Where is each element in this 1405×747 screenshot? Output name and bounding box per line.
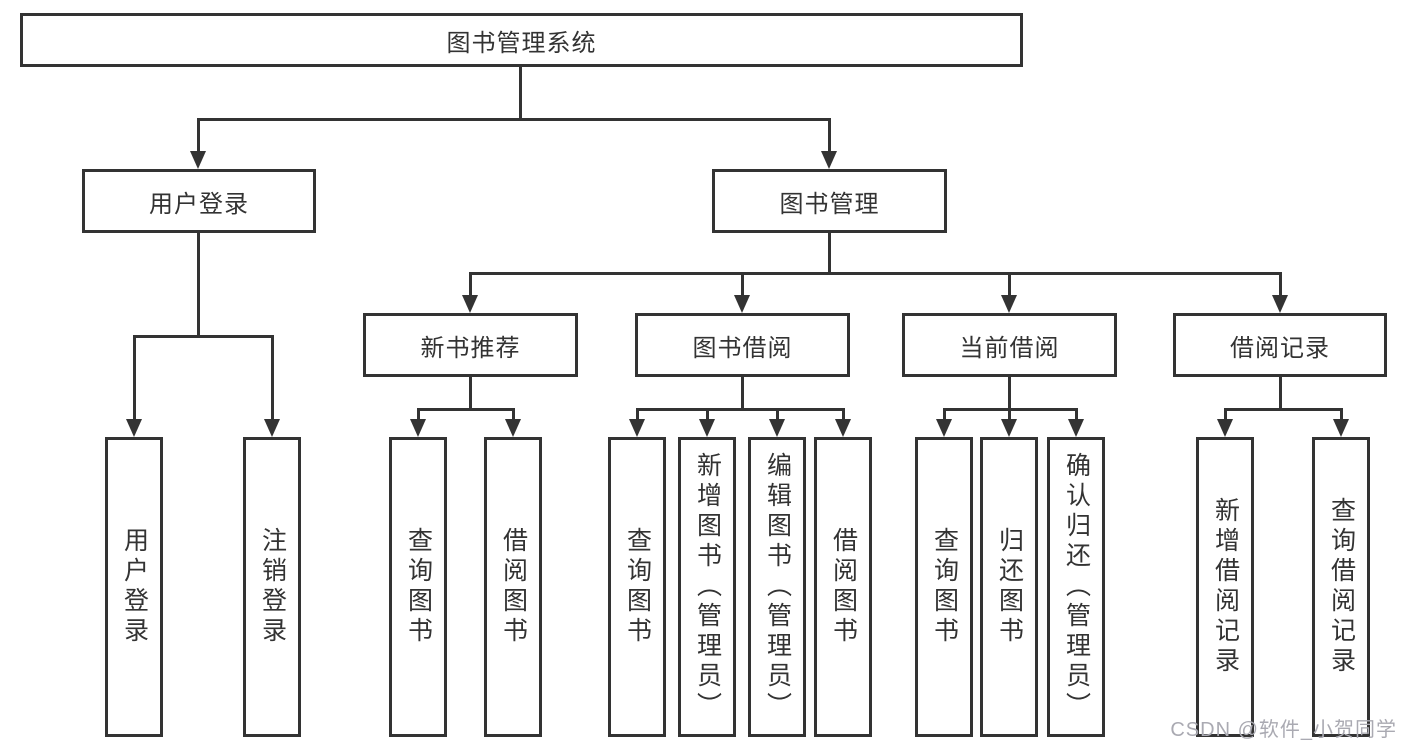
connector-new-book-hbar: [417, 408, 515, 411]
arrowhead-icon: [1217, 419, 1233, 437]
arrowhead-icon: [462, 295, 478, 313]
arrowhead-icon: [1333, 419, 1349, 437]
connector-arrow-stem: [1224, 408, 1227, 421]
arrowhead-icon: [264, 419, 280, 437]
leaf-label: 用户登录: [120, 527, 149, 647]
connector-arrow-stem: [1008, 408, 1011, 421]
arrowhead-icon: [126, 419, 142, 437]
leaf-label: 查询图书: [404, 527, 433, 647]
arrowhead-icon: [734, 295, 750, 313]
leaf-label: 新增借阅记录: [1211, 497, 1240, 677]
leaf-label: 借阅图书: [829, 527, 858, 647]
arrowhead-icon: [699, 419, 715, 437]
leaf-confirm-return-admin: 确认归还（管理员）: [1047, 437, 1105, 737]
connector-current-borrow-stem: [1008, 377, 1011, 411]
connector-arrow-stem: [943, 408, 946, 421]
connector-user-login-hbar: [133, 335, 274, 338]
arrowhead-icon: [1272, 295, 1288, 313]
connector-arrow-stem: [828, 118, 831, 154]
leaf-label: 查询图书: [930, 527, 959, 647]
arrowhead-icon: [505, 419, 521, 437]
node-user-login-label: 用户登录: [149, 190, 249, 218]
arrowhead-icon: [821, 151, 837, 169]
connector-arrow-stem: [133, 335, 136, 421]
connector-arrow-stem: [512, 408, 515, 421]
connector-book-borrow-stem: [741, 377, 744, 411]
connector-book-mgmt-hbar: [469, 272, 1282, 275]
connector-arrow-stem: [842, 408, 845, 421]
leaf-label: 编辑图书（管理员）: [763, 452, 792, 722]
connector-book-mgmt-stem: [828, 233, 831, 275]
leaf-query-books-borrow: 查询图书: [608, 437, 666, 737]
watermark: CSDN @软件_小贺同学: [1170, 719, 1397, 741]
connector-arrow-stem: [636, 408, 639, 421]
connector-arrow-stem: [271, 335, 274, 421]
leaf-add-borrow-record: 新增借阅记录: [1196, 437, 1254, 737]
leaf-label: 新增图书（管理员）: [693, 452, 722, 722]
node-new-book-recommend: 新书推荐: [363, 313, 578, 377]
arrowhead-icon: [1001, 295, 1017, 313]
connector-user-login-stem: [197, 233, 200, 338]
connector-borrow-record-hbar: [1224, 408, 1343, 411]
connector-new-book-stem: [469, 377, 472, 411]
connector-arrow-stem: [706, 408, 709, 421]
leaf-return-books: 归还图书: [980, 437, 1038, 737]
leaf-label: 查询借阅记录: [1327, 497, 1356, 677]
leaf-add-books-admin: 新增图书（管理员）: [678, 437, 736, 737]
connector-borrow-record-stem: [1279, 377, 1282, 411]
leaf-query-books-current: 查询图书: [915, 437, 973, 737]
node-current-borrow: 当前借阅: [902, 313, 1117, 377]
node-book-borrow: 图书借阅: [635, 313, 850, 377]
arrowhead-icon: [190, 151, 206, 169]
connector-arrow-stem: [1008, 272, 1011, 298]
leaf-user-login: 用户登录: [105, 437, 163, 737]
node-current-borrow-label: 当前借阅: [959, 334, 1060, 362]
node-root-label: 图书管理系统: [446, 29, 597, 57]
arrowhead-icon: [629, 419, 645, 437]
connector-root-hbar: [197, 118, 831, 121]
arrowhead-icon: [936, 419, 952, 437]
node-user-login: 用户登录: [82, 169, 316, 233]
node-book-borrow-label: 图书借阅: [692, 334, 793, 362]
arrowhead-icon: [1001, 419, 1017, 437]
leaf-label: 归还图书: [995, 527, 1024, 647]
node-root: 图书管理系统: [20, 13, 1023, 67]
arrowhead-icon: [1068, 419, 1084, 437]
connector-arrow-stem: [417, 408, 420, 421]
connector-arrow-stem: [469, 272, 472, 298]
node-book-management: 图书管理: [712, 169, 947, 233]
connector-arrow-stem: [776, 408, 779, 421]
connector-arrow-stem: [741, 272, 744, 298]
leaf-query-borrow-record: 查询借阅记录: [1312, 437, 1370, 737]
leaf-label: 借阅图书: [499, 527, 528, 647]
node-new-book-recommend-label: 新书推荐: [420, 334, 521, 362]
connector-arrow-stem: [1075, 408, 1078, 421]
node-book-management-label: 图书管理: [779, 190, 880, 218]
arrowhead-icon: [410, 419, 426, 437]
connector-book-borrow-hbar: [636, 408, 845, 411]
connector-root-stem: [519, 67, 522, 121]
node-borrow-record-label: 借阅记录: [1230, 334, 1330, 362]
connector-arrow-stem: [1279, 272, 1282, 298]
leaf-edit-books-admin: 编辑图书（管理员）: [748, 437, 806, 737]
leaf-borrow-books: 借阅图书: [814, 437, 872, 737]
leaf-query-books-recommend: 查询图书: [389, 437, 447, 737]
node-borrow-record: 借阅记录: [1173, 313, 1387, 377]
leaf-label: 查询图书: [623, 527, 652, 647]
leaf-label: 注销登录: [258, 527, 287, 647]
leaf-borrow-books-recommend: 借阅图书: [484, 437, 542, 737]
connector-arrow-stem: [197, 118, 200, 154]
arrowhead-icon: [835, 419, 851, 437]
arrowhead-icon: [769, 419, 785, 437]
leaf-logout: 注销登录: [243, 437, 301, 737]
connector-arrow-stem: [1340, 408, 1343, 421]
leaf-label: 确认归还（管理员）: [1062, 452, 1091, 722]
